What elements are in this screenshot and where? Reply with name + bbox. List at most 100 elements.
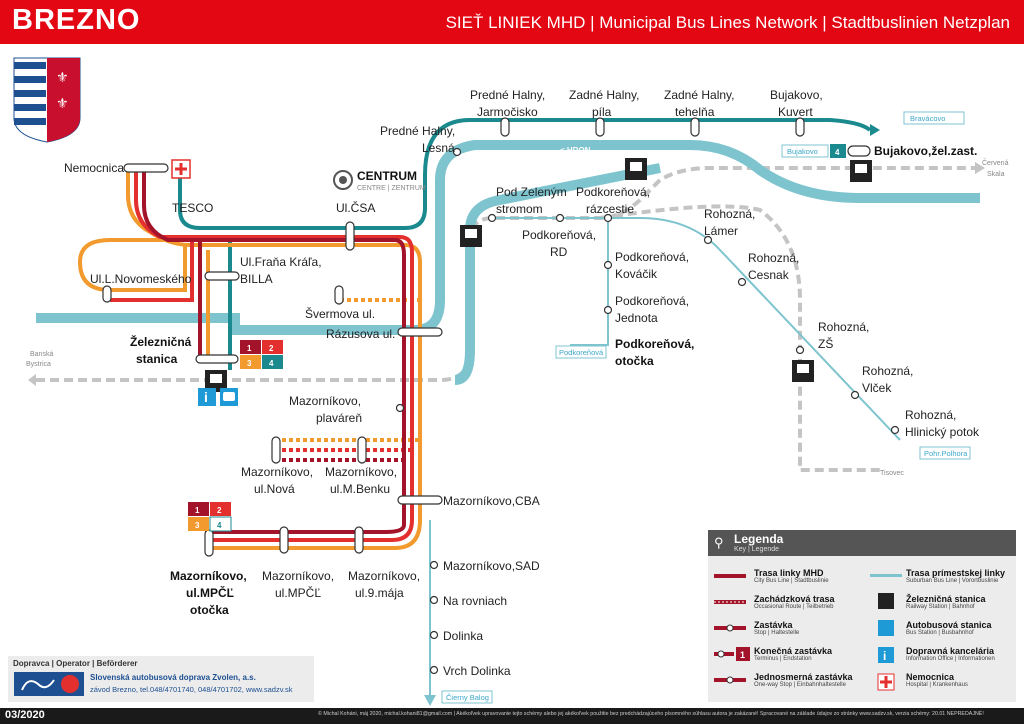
badge2-line-2: 2	[217, 506, 222, 515]
line-badges-mpcl: 1 2 3 4	[188, 502, 232, 532]
centrum-marker	[333, 170, 353, 190]
centrum-subtitle: CENTRE | ZENTRUM	[357, 185, 426, 192]
stop-tesco: TESCO	[172, 201, 213, 215]
stop-lesna-2: Lesná	[422, 141, 455, 155]
stop-novomeskeho: Ul.L.Novomeského	[90, 272, 192, 286]
line-4-arrow	[870, 124, 880, 136]
stop-zel-stanica-2: stanica	[136, 352, 178, 366]
stop-kovacik-2: Kováčik	[615, 267, 658, 281]
stop-csa: Ul.ČSA	[336, 200, 375, 215]
dir-tisovec: Tisovec	[880, 470, 904, 477]
stop-zs-1: Rohozná,	[818, 320, 869, 334]
stop-benku-2: ul.M.Benku	[330, 482, 390, 496]
operator-logo-icon	[14, 672, 84, 696]
cierny-balog-arrow	[424, 695, 436, 706]
stop-mpcl-1: Mazorníkovo,	[262, 569, 334, 583]
stop-zs-2: ZŠ	[818, 336, 833, 351]
legend-symbols: 1 i	[714, 574, 902, 691]
dir-pohr-polhora: Pohr.Polhora	[924, 449, 968, 458]
stop-kovacik-1: Podkoreňová,	[615, 250, 689, 264]
stop-rd-2: RD	[550, 245, 568, 259]
stop-nova-2: ul.Nová	[254, 482, 295, 496]
city-title: BREZNO	[12, 4, 141, 36]
line-badge-bujakovo: 4	[830, 144, 846, 158]
legend-header: ⚲ Legenda Key | Legende	[708, 530, 1016, 556]
header-bar: BREZNO SIEŤ LINIEK MHD | Municipal Bus L…	[0, 0, 1024, 44]
badge-line-1: 1	[247, 344, 252, 353]
map-subtitle: SIEŤ LINIEK MHD | Municipal Bus Lines Ne…	[445, 13, 1010, 32]
stop-hlinicky-1: Rohozná,	[905, 408, 956, 422]
badge2-line-4: 4	[217, 521, 222, 530]
stop-frana-2: BILLA	[240, 272, 273, 286]
dir-cierny-balog: Čierny Balog	[446, 693, 489, 702]
stop-jednota-1: Podkoreňová,	[615, 294, 689, 308]
stop-maja-1: Mazorníkovo,	[348, 569, 420, 583]
stop-cesnak-1: Rohozná,	[748, 251, 799, 265]
operator-panel: Dopravca | Operator | Beförderer Slovens…	[8, 656, 314, 702]
centrum-title: CENTRUM	[357, 169, 417, 183]
train-station-icon	[205, 158, 872, 392]
footer-bar: 03/2020 © Michal Koháni, máj 2020, micha…	[0, 708, 1024, 724]
svg-text:⚜: ⚜	[56, 96, 69, 112]
legend-terminus-number: 1	[740, 650, 745, 660]
small-stops	[395, 147, 900, 675]
stop-vlcek-1: Rohozná,	[862, 364, 913, 378]
stop-nemocnica: Nemocnica	[64, 161, 124, 175]
legend-panel: ⚲ Legenda Key | Legende 1 i Trasa linky …	[708, 530, 1016, 702]
line-4-route	[178, 118, 872, 370]
stop-plavaren-2: plaváreň	[316, 411, 362, 425]
badge2-line-3: 3	[195, 521, 200, 530]
stop-tehelna-2: tehelňa	[675, 105, 715, 119]
stop-maja-2: ul.9.mája	[355, 586, 404, 600]
line-2-route	[110, 170, 414, 542]
dir-cervena-1: Červená	[982, 158, 1009, 167]
stop-razcestie-2: rázcestie	[586, 202, 634, 216]
legend-title: Legenda	[734, 532, 784, 546]
line-1-route	[142, 170, 406, 534]
stop-cba: Mazorníkovo,CBA	[443, 494, 540, 508]
stop-mpcl-otocka-2: ul.MPČĽ	[186, 585, 234, 600]
stop-zel-stanica-1: Železničná	[130, 334, 192, 349]
stop-razcestie-1: Podkoreňová,	[576, 185, 650, 199]
coat-of-arms-icon: ⚜ ⚜	[13, 57, 81, 143]
stop-kuvert-2: Kuvert	[778, 105, 813, 119]
stop-mpcl-otocka-3: otočka	[190, 603, 229, 617]
line-badges-zel-stanica: 1 2 3 4	[240, 340, 283, 369]
dir-bravacovo: Bravácovo	[910, 114, 945, 123]
dir-cervena-2: Skala	[987, 171, 1005, 178]
stop-cesnak-2: Cesnak	[748, 268, 790, 282]
railway-arrow-west	[28, 374, 36, 386]
badge-bujakovo-4: 4	[835, 148, 840, 157]
stop-plavaren-1: Mazorníkovo,	[289, 394, 361, 408]
stop-razusova: Rázusova ul.	[326, 327, 395, 341]
svg-text:i: i	[204, 389, 208, 405]
stop-vlcek-2: Vlček	[862, 381, 892, 395]
stop-benku-1: Mazorníkovo,	[325, 465, 397, 479]
footer-date: 03/2020	[5, 709, 45, 721]
hron-label-bottom: < HRON	[345, 360, 376, 369]
stop-lamer-1: Rohozná,	[704, 207, 755, 221]
dir-podkorenova: Podkoreňová	[559, 348, 604, 357]
legend-subtitle: Key | Legende	[734, 546, 780, 553]
stop-tehelna-1: Zadné Halny,	[664, 88, 734, 102]
stop-markers	[102, 117, 871, 557]
stop-otocka-2: otočka	[615, 354, 654, 368]
railway-arrow-east	[975, 162, 985, 174]
stop-otocka-1: Podkoreňová,	[615, 337, 694, 351]
stop-sad: Mazorníkovo,SAD	[443, 559, 540, 573]
hospital-icon	[171, 159, 191, 179]
stop-mpcl-2: ul.MPČĽ	[275, 585, 321, 600]
stop-nova-1: Mazorníkovo,	[241, 465, 313, 479]
stop-lamer-2: Lámer	[704, 224, 738, 238]
line-3-route	[77, 170, 422, 550]
hron-label-top: < HRON	[560, 146, 591, 155]
stop-pila-1: Zadné Halny,	[569, 88, 639, 102]
